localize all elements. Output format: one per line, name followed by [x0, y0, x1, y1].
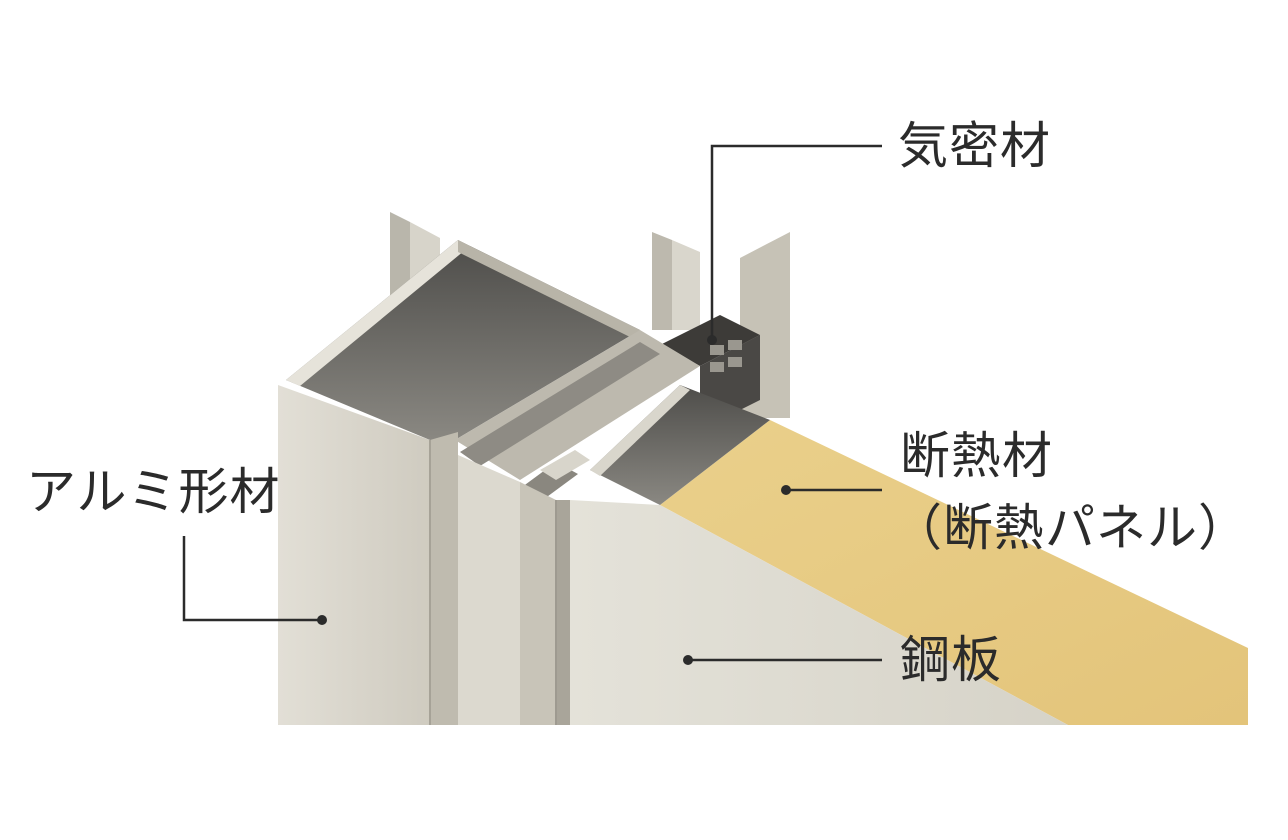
label-insulation-material: 断熱材: [900, 427, 1053, 485]
aluminum-profile-faces: [278, 385, 570, 725]
leader-lines: [182, 144, 882, 662]
hollow-section-small: [590, 385, 770, 505]
dot-aluminum: [317, 615, 327, 625]
leader-aluminum: [182, 536, 322, 622]
steel-plate: [570, 500, 1068, 725]
label-steel-plate: 鋼板: [900, 631, 1002, 689]
label-aluminum-profile: アルミ形材: [26, 463, 281, 521]
dot-steel: [683, 655, 693, 665]
label-insulation-panel: （断熱パネル）: [892, 499, 1249, 557]
leader-airtight: [710, 144, 882, 340]
dot-airtight: [707, 335, 717, 345]
leader-dots: [317, 335, 791, 665]
label-airtight-material: 気密材: [898, 117, 1051, 175]
dot-insulation: [781, 485, 791, 495]
insulation-panel: [660, 420, 1248, 725]
